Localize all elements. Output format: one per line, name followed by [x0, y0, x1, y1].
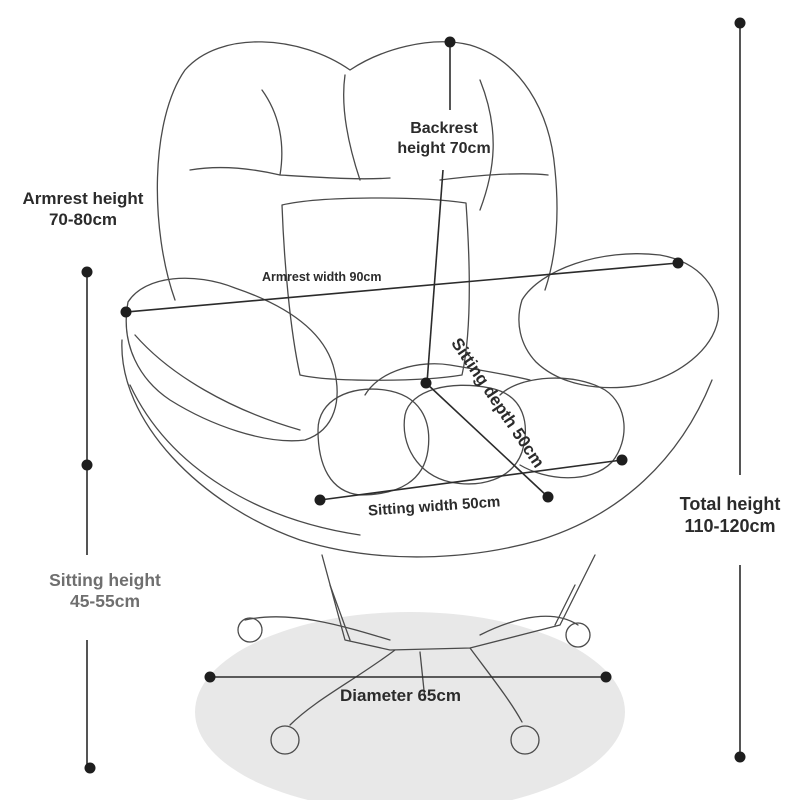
armrest-height-label-line1: Armrest height	[22, 189, 144, 208]
backrest-height-dot-top	[444, 36, 456, 48]
sitting-depth-dot	[542, 491, 554, 503]
total-height-label-line1: Total height	[679, 494, 781, 514]
diameter-dot-right	[600, 671, 612, 683]
seat-cushion-right	[499, 377, 625, 479]
left-armrest	[125, 277, 338, 442]
backrest-tuft-left	[261, 89, 283, 176]
armrest-width-dot-right	[672, 257, 684, 269]
sitting-depth-line	[425, 382, 549, 498]
caster-right-back	[565, 622, 591, 648]
left-armrest-pad	[134, 334, 301, 431]
seat-cushion-left	[317, 388, 430, 496]
backrest-seam-left	[189, 166, 391, 180]
backrest-height-label-line1: Backrest	[410, 120, 478, 137]
diameter-dot-left	[204, 671, 216, 683]
armrest-height-dot-middle	[81, 459, 93, 471]
backrest-tuft-right	[479, 79, 494, 211]
backrest-seam-right	[439, 173, 549, 181]
base-leg-right-back	[479, 615, 579, 636]
seat-base-rim	[129, 384, 361, 536]
caster-left-back	[237, 617, 263, 643]
diameter-label: Diameter 65cm	[340, 686, 461, 705]
sitting-height-label: Sitting height 45-55cm	[30, 570, 180, 613]
backrest-tuft-center	[343, 74, 361, 181]
armrest-height-label-line2: 70-80cm	[48, 209, 118, 229]
seat-base-shell	[121, 339, 713, 558]
right-armrest	[518, 253, 720, 389]
armrest-width-label: Armrest width 90cm	[262, 270, 382, 284]
seat-back-roll	[364, 363, 531, 396]
caster-right-front	[510, 725, 540, 755]
armrest-height-label: Armrest height 70-80cm	[8, 189, 158, 230]
backrest-height-label: Backrest height 70cm	[388, 119, 500, 158]
total-height-dot-top	[734, 17, 746, 29]
total-height-dot-bottom	[734, 751, 746, 763]
cylinder-cover	[329, 584, 576, 641]
sitting-width-dot-right	[616, 454, 628, 466]
base-leg-left-front	[289, 649, 396, 726]
lumbar-pillow	[281, 197, 470, 381]
sitting-width-dot-left	[314, 494, 326, 506]
armrest-width-line	[125, 262, 679, 313]
armrest-height-dot-top	[81, 266, 93, 278]
base-leg-left-back	[244, 616, 391, 641]
floor-shadow	[195, 612, 625, 805]
backrest-height-line-b	[426, 169, 444, 384]
backrest-height-label-line2: height 70cm	[397, 139, 491, 157]
sitting-width-line	[319, 459, 623, 501]
backrest-outline	[156, 41, 558, 301]
base-leg-center	[419, 651, 426, 701]
seat-cushion-center	[403, 384, 526, 485]
sitting-height-dot-bottom	[84, 762, 96, 774]
armrest-width-dot-left	[120, 306, 132, 318]
backrest-height-dot-bottom	[420, 377, 432, 389]
sitting-height-label-line1: Sitting height	[49, 570, 161, 590]
total-height-label-line2: 110-120cm	[684, 515, 776, 536]
caster-left-front	[270, 725, 300, 755]
base-leg-right-front	[469, 647, 523, 723]
sitting-height-label-line2: 45-55cm	[69, 591, 141, 612]
total-height-label: Total height 110-120cm	[660, 494, 800, 538]
